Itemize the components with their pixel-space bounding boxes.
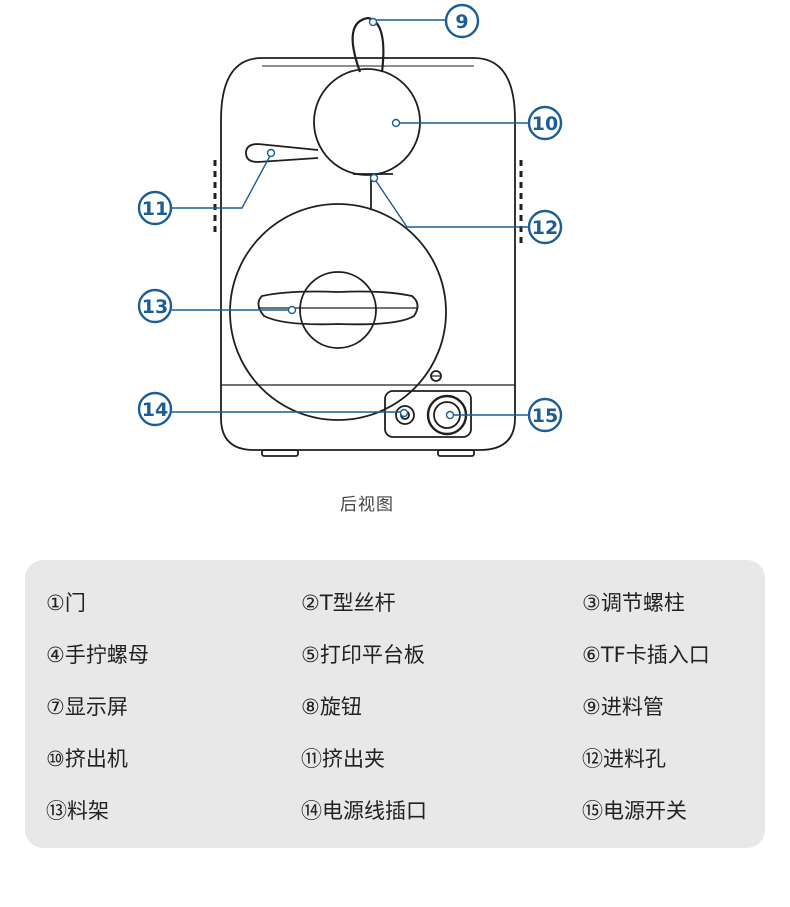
callout-13-label: 13	[142, 296, 168, 318]
printer-body	[213, 16, 523, 457]
foot-left	[261, 449, 299, 457]
leader-dot-11	[266, 148, 276, 158]
legend-item: ⑫进料孔	[582, 747, 666, 771]
legend-item: ⑩挤出机	[46, 747, 128, 771]
spool-holder-disc	[229, 203, 447, 421]
legend-item: ⑦显示屏	[46, 695, 128, 719]
legend-item: ⑧旋钮	[301, 695, 362, 719]
callout-12: 12	[527, 209, 563, 245]
callout-14-label: 14	[142, 399, 168, 421]
spool-handle	[257, 290, 419, 326]
callout-13: 13	[137, 288, 173, 324]
ground-screw-icon	[430, 370, 442, 382]
legend-item: ⑮电源开关	[582, 799, 687, 823]
legend-item: ①门	[46, 591, 86, 615]
leader-11	[172, 153, 272, 209]
leader-dot-12	[369, 173, 379, 183]
leader-dot-10	[391, 118, 401, 128]
callout-15-label: 15	[532, 405, 558, 427]
leader-dot-13	[287, 305, 297, 315]
legend-item: ②T型丝杆	[301, 591, 396, 615]
legend-item: ⑬料架	[46, 799, 109, 823]
feed-tube	[351, 16, 385, 73]
callout-11-label: 11	[142, 198, 168, 220]
callout-10: 10	[527, 105, 563, 141]
rear-view-diagram: 9 10 11 12 13 14 15	[137, 3, 563, 457]
leader-dot-14	[399, 408, 409, 418]
view-caption: 后视图	[340, 495, 394, 515]
extruder	[313, 68, 421, 176]
callout-leaders	[172, 19, 528, 416]
power-panel	[384, 390, 472, 438]
callout-badges: 9 10 11 12 13 14 15	[137, 3, 563, 433]
legend-item: ⑥TF卡插入口	[582, 643, 710, 667]
parts-legend: ①门 ②T型丝杆 ③调节螺柱 ④手拧螺母 ⑤打印平台板 ⑥TF卡插入口 ⑦显示屏…	[25, 560, 765, 848]
legend-item: ⑤打印平台板	[301, 643, 425, 667]
callout-11: 11	[137, 190, 173, 226]
callout-9: 9	[444, 3, 480, 39]
legend-item: ⑨进料管	[582, 695, 664, 719]
leader-dot-15	[445, 410, 455, 420]
callout-10-label: 10	[532, 113, 558, 135]
leader-dot-9	[368, 17, 378, 27]
leader-12	[373, 177, 528, 228]
legend-item: ⑪挤出夹	[301, 747, 385, 771]
callout-12-label: 12	[532, 217, 558, 239]
printer-housing	[220, 57, 516, 451]
foot-right	[437, 449, 475, 457]
extruder-clip	[245, 143, 319, 163]
power-cord-socket	[395, 405, 415, 425]
legend-item: ④手拧螺母	[46, 643, 149, 667]
legend-item: ③调节螺柱	[582, 591, 685, 615]
callout-9-label: 9	[455, 11, 468, 33]
callout-14: 14	[137, 391, 173, 427]
callout-dots	[266, 17, 455, 420]
legend-item: ⑭电源线插口	[301, 799, 427, 823]
callout-15: 15	[527, 397, 563, 433]
spool-hub	[299, 271, 377, 349]
